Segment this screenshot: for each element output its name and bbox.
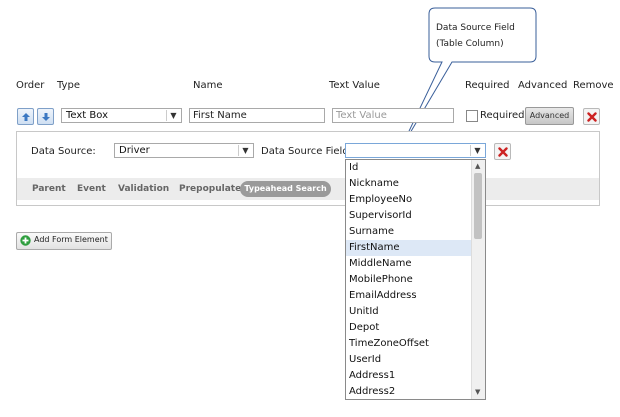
data-source-field-select[interactable]: ▼ [345, 143, 486, 158]
chevron-down-icon: ▼ [166, 110, 180, 121]
tab-prepopulate[interactable]: Prepopulate [179, 184, 242, 194]
callout-text-line1: Data Source Field [436, 23, 515, 33]
remove-button[interactable] [583, 108, 600, 125]
type-select-value: Text Box [66, 110, 108, 121]
dropdown-option[interactable]: Id [349, 162, 359, 173]
add-icon [20, 235, 31, 246]
dropdown-option[interactable]: UnitId [349, 306, 379, 317]
scroll-down-arrow-icon[interactable]: ▼ [475, 388, 481, 396]
tab-typeahead-search[interactable]: Typeahead Search [240, 181, 331, 197]
arrow-up-icon [21, 112, 30, 121]
required-checkbox[interactable] [466, 110, 478, 122]
add-form-element-label: Add Form Element [34, 235, 108, 244]
callout-bubble [399, 7, 537, 151]
dropdown-option[interactable]: EmailAddress [349, 290, 417, 301]
move-down-button[interactable] [37, 108, 54, 125]
dropdown-option[interactable]: FirstName [346, 240, 472, 256]
header-text-value: Text Value [329, 80, 380, 91]
required-label: Required [480, 110, 525, 121]
name-input[interactable]: First Name [189, 108, 325, 123]
chevron-down-icon: ▼ [238, 145, 252, 156]
dropdown-option[interactable]: Address1 [349, 370, 396, 381]
header-remove: Remove [573, 80, 614, 91]
dropdown-option[interactable]: EmployeeNo [349, 194, 413, 205]
chevron-down-icon: ▼ [470, 145, 484, 156]
data-source-field-label: Data Source Field: [261, 146, 353, 157]
dropdown-option[interactable]: MobilePhone [349, 274, 413, 285]
text-value-input[interactable]: Text Value [332, 108, 454, 123]
data-source-select[interactable]: Driver ▼ [114, 143, 254, 158]
dropdown-option[interactable]: UserId [349, 354, 382, 365]
dropdown-option[interactable]: Nickname [349, 178, 399, 189]
data-source-value: Driver [119, 145, 150, 156]
tab-event[interactable]: Event [77, 184, 106, 194]
scroll-up-arrow-icon[interactable]: ▲ [475, 162, 481, 170]
header-required: Required [465, 80, 510, 91]
tab-validation[interactable]: Validation [118, 184, 170, 194]
arrow-down-icon [41, 112, 50, 121]
header-name: Name [193, 80, 223, 91]
close-icon [497, 146, 508, 157]
dropdown-option[interactable]: Surname [349, 226, 394, 237]
dropdown-scrollbar[interactable]: ▲ ▼ [471, 160, 485, 399]
dropdown-option[interactable]: TimeZoneOffset [349, 338, 429, 349]
type-select[interactable]: Text Box ▼ [61, 108, 182, 123]
dropdown-option[interactable]: MiddleName [349, 258, 412, 269]
advanced-button[interactable]: Advanced [525, 107, 574, 125]
header-advanced: Advanced [518, 80, 568, 91]
header-order: Order [16, 80, 45, 91]
remove-field-button[interactable] [494, 143, 511, 160]
header-type: Type [57, 80, 80, 91]
tab-parent[interactable]: Parent [32, 184, 66, 194]
dropdown-option[interactable]: Depot [349, 322, 380, 333]
callout-text-line2: (Table Column) [436, 39, 504, 49]
dropdown-option[interactable]: Address2 [349, 386, 396, 397]
scrollbar-thumb[interactable] [474, 173, 482, 239]
close-icon [586, 111, 597, 122]
data-source-label: Data Source: [31, 146, 96, 157]
add-form-element-button[interactable]: Add Form Element [16, 232, 112, 250]
dropdown-option[interactable]: SupervisorId [349, 210, 412, 221]
move-up-button[interactable] [17, 108, 34, 125]
